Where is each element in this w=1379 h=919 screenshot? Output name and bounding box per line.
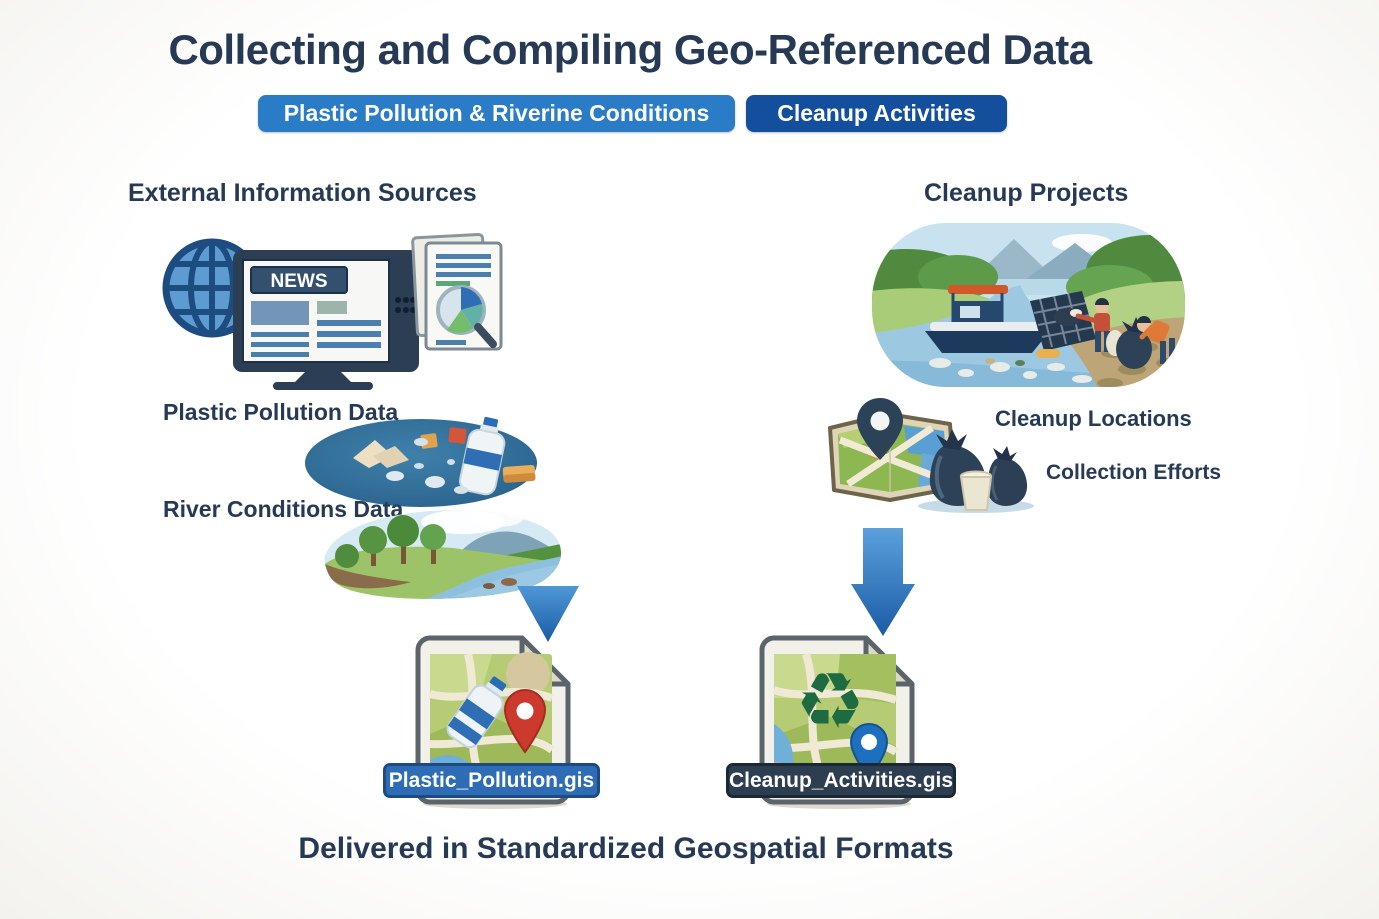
news-monitor-icon: NEWS [233,250,419,390]
river-conditions-data-label: River Conditions Data [163,496,404,522]
polluted-water-icon [303,414,540,509]
down-arrow-icon [851,528,915,638]
map-pin-icon [857,398,903,460]
trash-bags-icon [918,429,1034,513]
cleanup-activities-gis-file-icon: ♻ [750,632,928,810]
cleanup-activities-file-name: Cleanup_Activities.gis [726,763,956,798]
plastic-bottle-icon [458,416,506,496]
plastic-pollution-data-label: Plastic Pollution Data [163,399,399,425]
plastic-bottle-icon [446,676,507,749]
page-title: Collecting and Compiling Geo-Referenced … [168,26,1092,73]
cleanup-locations-illustration [824,396,1039,516]
footer-caption: Delivered in Standardized Geospatial For… [298,832,954,865]
tag-cleanup-activities[interactable]: Cleanup Activities [746,95,1007,132]
left-column-heading: External Information Sources [128,179,477,207]
tag-plastic-pollution-riverine[interactable]: Plastic Pollution & Riverine Conditions [258,95,735,132]
down-arrow-icon [516,585,580,643]
cleanup-scene-illustration [870,221,1187,389]
cleanup-locations-label: Cleanup Locations [995,406,1192,431]
cleanup-worker-icon [1106,316,1175,369]
report-document-icon [411,232,503,351]
information-sources-illustration: NEWS [155,222,505,392]
news-label: NEWS [271,271,328,292]
collection-efforts-label: Collection Efforts [1046,461,1222,484]
right-column-heading: Cleanup Projects [924,179,1129,207]
plastic-pollution-gis-file-icon [406,632,584,810]
red-map-pin-icon [503,688,547,754]
plastic-pollution-file-name: Plastic_Pollution.gis [383,763,600,798]
